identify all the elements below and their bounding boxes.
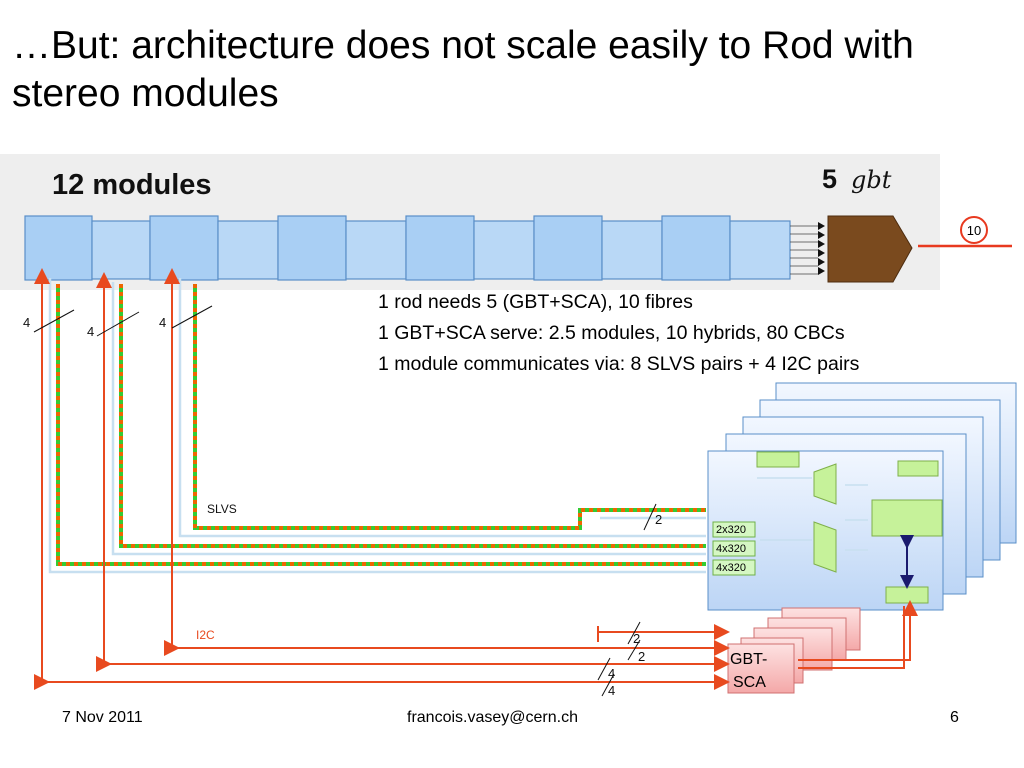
note-gbt-sca-serve: 1 GBT+SCA serve: 2.5 modules, 10 hybrids…: [378, 322, 845, 344]
slide-title: …But: architecture does not scale easily…: [12, 24, 914, 115]
module-banner: 12 modules 5 gbt: [0, 154, 940, 290]
connector-teeth: [818, 222, 825, 275]
footer-page-number: 6: [950, 709, 959, 726]
bus-label-slvs: 2: [655, 512, 662, 527]
bus-label-left-a: 4: [23, 315, 30, 330]
gbt-connector: [827, 215, 913, 283]
slvs-label: SLVS: [207, 502, 237, 516]
fibre-count-circle: [960, 216, 988, 244]
banner-gbt-count: 5: [822, 164, 837, 194]
bus-label-i2c-c: 4: [608, 666, 615, 681]
port-label: 4x320: [716, 543, 746, 555]
bus-label-left-b: 4: [87, 324, 94, 339]
bus-width-labels: 4 4 4 2 2 2 4 4: [23, 315, 662, 698]
port-label: 2x320: [716, 524, 746, 536]
note-fibres: 1 rod needs 5 (GBT+SCA), 10 fibres: [378, 291, 693, 313]
note-module-comms: 1 module communicates via: 8 SLVS pairs …: [378, 353, 860, 375]
port-labels: 2x320 4x320 4x320: [712, 521, 756, 576]
footer-email: francois.vasey@cern.ch: [407, 709, 578, 726]
module-board-stack: [707, 382, 1017, 611]
gbt-sca-label-line1: GBT-: [730, 651, 767, 668]
i2c-links: [34, 268, 918, 690]
port-label: 4x320: [716, 562, 746, 574]
bus-slashes: [33, 305, 657, 697]
module-chain: [24, 215, 791, 281]
footer-date: 7 Nov 2011: [62, 709, 143, 726]
slvs-links: [48, 278, 706, 574]
banner-module-count: 12 modules: [52, 169, 212, 201]
bus-label-left-c: 4: [159, 315, 166, 330]
bus-label-i2c-a: 2: [633, 631, 640, 646]
gbt-sca-stack: [727, 607, 861, 694]
bus-label-i2c-d: 4: [608, 683, 615, 698]
gbt-sca-front: [727, 643, 795, 694]
i2c-label: I2C: [196, 628, 215, 642]
fibre-count: 10: [967, 223, 981, 238]
bus-label-i2c-b: 2: [638, 649, 645, 664]
gbt-sca-label-line2: SCA: [733, 674, 766, 691]
fibre-bundle: [790, 225, 818, 275]
banner-gbt-label: gbt: [851, 166, 892, 194]
